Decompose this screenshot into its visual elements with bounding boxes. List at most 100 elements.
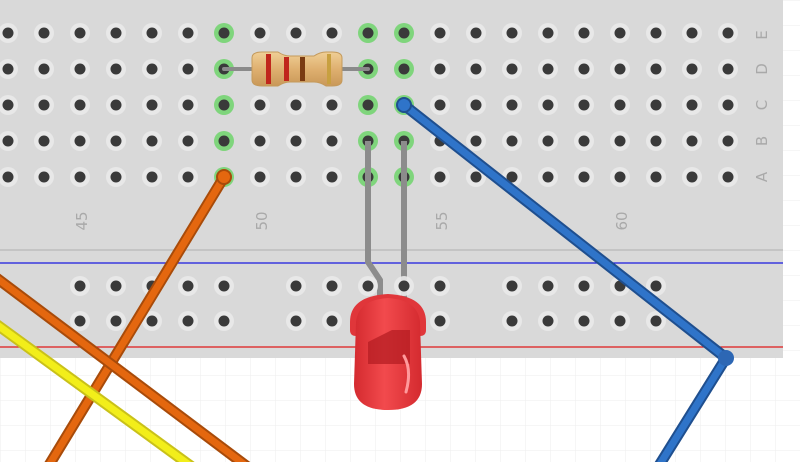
breadboard-hole[interactable] [398, 63, 410, 75]
breadboard-hole[interactable] [470, 27, 482, 39]
breadboard-hole[interactable] [182, 27, 194, 39]
breadboard-hole[interactable] [362, 280, 374, 292]
breadboard-hole[interactable] [650, 171, 662, 183]
breadboard-hole[interactable] [254, 135, 266, 147]
breadboard-hole[interactable] [74, 63, 86, 75]
breadboard-hole[interactable] [146, 135, 158, 147]
breadboard-hole[interactable] [326, 135, 338, 147]
breadboard-hole[interactable] [326, 99, 338, 111]
breadboard-hole[interactable] [326, 27, 338, 39]
breadboard-hole[interactable] [290, 99, 302, 111]
breadboard-hole[interactable] [2, 63, 14, 75]
breadboard-hole[interactable] [362, 27, 374, 39]
breadboard-hole[interactable] [578, 63, 590, 75]
breadboard-hole[interactable] [614, 135, 626, 147]
breadboard-hole[interactable] [182, 171, 194, 183]
breadboard-hole[interactable] [542, 63, 554, 75]
breadboard-hole[interactable] [686, 171, 698, 183]
breadboard-hole[interactable] [650, 135, 662, 147]
breadboard-hole[interactable] [110, 315, 122, 327]
breadboard-hole[interactable] [542, 315, 554, 327]
breadboard-hole[interactable] [110, 99, 122, 111]
breadboard-hole[interactable] [38, 63, 50, 75]
breadboard-hole[interactable] [650, 63, 662, 75]
breadboard-hole[interactable] [722, 63, 734, 75]
breadboard-hole[interactable] [614, 27, 626, 39]
breadboard-hole[interactable] [74, 135, 86, 147]
breadboard-hole[interactable] [182, 280, 194, 292]
breadboard-hole[interactable] [398, 27, 410, 39]
breadboard-hole[interactable] [434, 315, 446, 327]
breadboard-hole[interactable] [506, 63, 518, 75]
breadboard-hole[interactable] [542, 280, 554, 292]
breadboard-hole[interactable] [686, 135, 698, 147]
breadboard-hole[interactable] [506, 280, 518, 292]
breadboard-hole[interactable] [722, 171, 734, 183]
breadboard-hole[interactable] [362, 99, 374, 111]
breadboard-hole[interactable] [218, 135, 230, 147]
breadboard-hole[interactable] [254, 99, 266, 111]
breadboard-hole[interactable] [218, 315, 230, 327]
breadboard-hole[interactable] [110, 171, 122, 183]
breadboard-hole[interactable] [182, 135, 194, 147]
breadboard-hole[interactable] [542, 27, 554, 39]
breadboard-hole[interactable] [182, 63, 194, 75]
breadboard-hole[interactable] [506, 315, 518, 327]
breadboard-hole[interactable] [470, 135, 482, 147]
breadboard-hole[interactable] [722, 99, 734, 111]
breadboard-hole[interactable] [110, 280, 122, 292]
breadboard-hole[interactable] [470, 63, 482, 75]
breadboard-hole[interactable] [146, 27, 158, 39]
breadboard-hole[interactable] [74, 280, 86, 292]
breadboard-hole[interactable] [74, 315, 86, 327]
breadboard-hole[interactable] [470, 99, 482, 111]
breadboard-hole[interactable] [578, 315, 590, 327]
breadboard-hole[interactable] [578, 135, 590, 147]
breadboard-hole[interactable] [686, 99, 698, 111]
breadboard-hole[interactable] [434, 99, 446, 111]
breadboard-hole[interactable] [218, 99, 230, 111]
breadboard-hole[interactable] [146, 315, 158, 327]
breadboard-hole[interactable] [650, 27, 662, 39]
breadboard-hole[interactable] [614, 63, 626, 75]
breadboard-hole[interactable] [290, 315, 302, 327]
breadboard-hole[interactable] [2, 171, 14, 183]
breadboard-hole[interactable] [722, 27, 734, 39]
breadboard-hole[interactable] [506, 171, 518, 183]
breadboard-hole[interactable] [578, 280, 590, 292]
breadboard-hole[interactable] [218, 27, 230, 39]
breadboard-hole[interactable] [38, 171, 50, 183]
breadboard-hole[interactable] [290, 27, 302, 39]
breadboard-hole[interactable] [182, 315, 194, 327]
breadboard-hole[interactable] [146, 99, 158, 111]
breadboard-hole[interactable] [326, 171, 338, 183]
breadboard-hole[interactable] [2, 135, 14, 147]
breadboard-hole[interactable] [506, 135, 518, 147]
breadboard-hole[interactable] [38, 135, 50, 147]
breadboard-hole[interactable] [434, 27, 446, 39]
breadboard-hole[interactable] [578, 171, 590, 183]
breadboard-hole[interactable] [2, 99, 14, 111]
breadboard-hole[interactable] [578, 99, 590, 111]
breadboard-hole[interactable] [146, 63, 158, 75]
breadboard-hole[interactable] [542, 99, 554, 111]
breadboard-hole[interactable] [74, 171, 86, 183]
breadboard-hole[interactable] [290, 280, 302, 292]
breadboard-hole[interactable] [614, 315, 626, 327]
breadboard-hole[interactable] [254, 27, 266, 39]
breadboard-hole[interactable] [614, 99, 626, 111]
breadboard-hole[interactable] [578, 27, 590, 39]
breadboard-hole[interactable] [290, 171, 302, 183]
breadboard-hole[interactable] [74, 99, 86, 111]
breadboard-hole[interactable] [542, 171, 554, 183]
breadboard-hole[interactable] [650, 99, 662, 111]
breadboard-hole[interactable] [290, 135, 302, 147]
breadboard-hole[interactable] [542, 135, 554, 147]
yellow-wire[interactable] [0, 305, 210, 466]
resistor[interactable] [222, 51, 370, 87]
breadboard-hole[interactable] [434, 280, 446, 292]
breadboard-hole[interactable] [326, 280, 338, 292]
orange-wire-b[interactable] [0, 258, 265, 466]
breadboard-hole[interactable] [182, 99, 194, 111]
breadboard-hole[interactable] [650, 315, 662, 327]
